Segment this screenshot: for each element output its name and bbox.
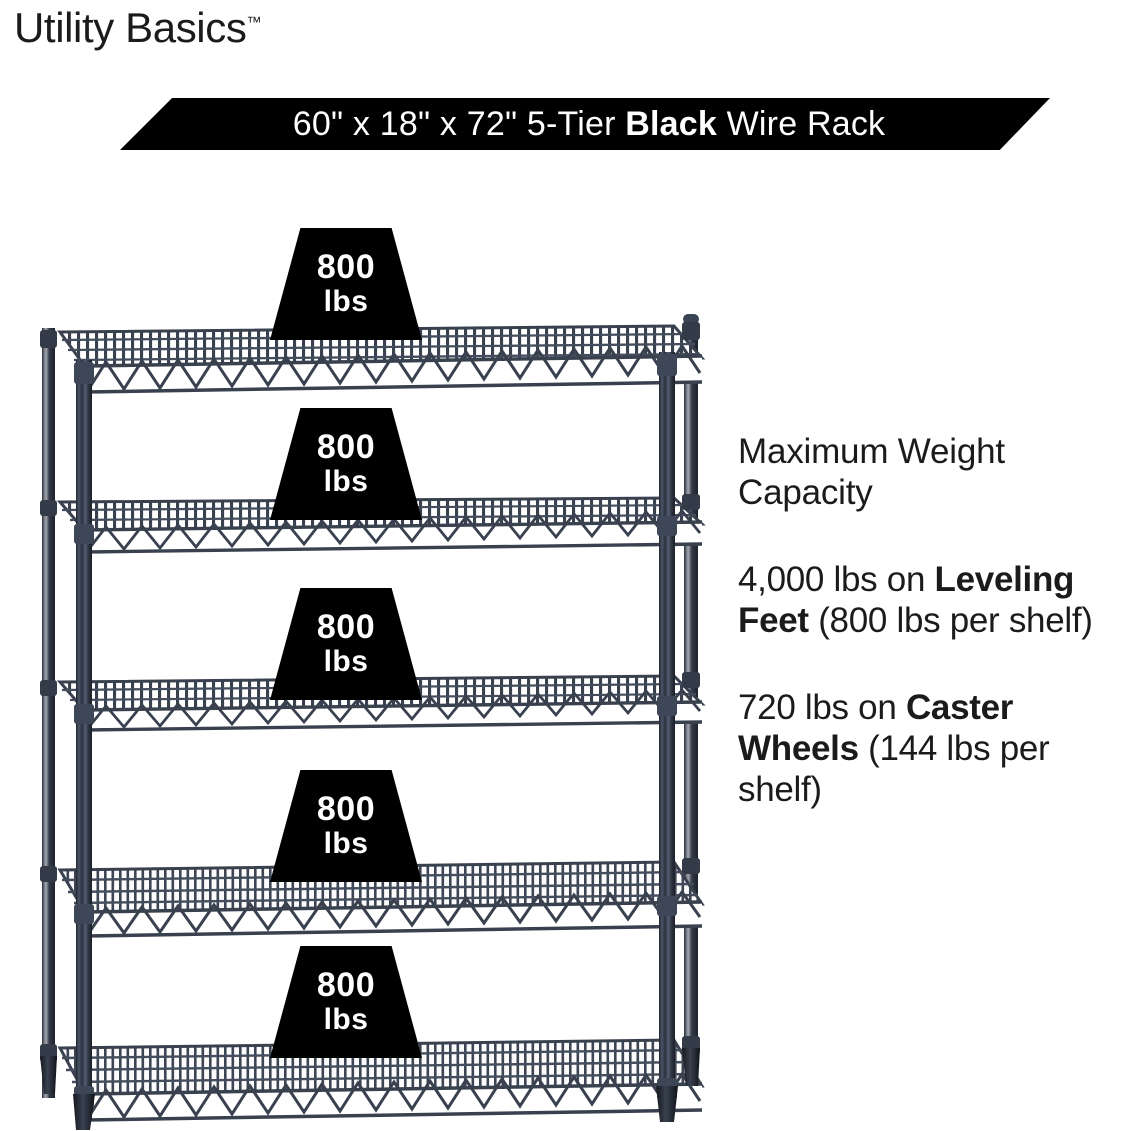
weight-badge-shelf-3: 800 lbs: [270, 588, 422, 700]
spec-leveling-feet: 4,000 lbs on Leveling Feet (800 lbs per …: [738, 560, 1130, 642]
spec-lead: 720 lbs on: [738, 687, 906, 727]
badge-unit: lbs: [323, 645, 369, 679]
shelf-1: [57, 324, 706, 394]
spec-tail: (800 lbs per shelf): [808, 600, 1093, 640]
wire-rack-svg: [40, 314, 706, 1130]
badge-unit: lbs: [323, 285, 369, 319]
product-title-text: 60" x 18" x 72" 5-Tier Black Wire Rack: [293, 105, 885, 144]
title-suffix: Wire Rack: [716, 104, 886, 143]
weight-badge-shelf-1: 800 lbs: [270, 228, 422, 340]
badge-unit: lbs: [323, 1003, 369, 1037]
brand-name: Utility Basics: [14, 4, 247, 51]
rear-left-post: [42, 328, 55, 1098]
badge-value: 800: [316, 608, 376, 647]
rack-frame: [40, 314, 706, 1130]
shelf-4: [57, 860, 705, 938]
product-title-banner: 60" x 18" x 72" 5-Tier Black Wire Rack: [120, 98, 1050, 150]
title-prefix: 60" x 18" x 72" 5-Tier: [292, 104, 626, 143]
truss-zigzag: [86, 1071, 702, 1120]
spec-tail: (144 lbs per shelf): [738, 728, 1050, 809]
title-emphasis: Black: [625, 104, 717, 143]
spec-lead: 4,000 lbs on: [738, 559, 935, 599]
front-left-post: [74, 360, 94, 1120]
spec-caster-wheels: 720 lbs on Caster Wheels (144 lbs per sh…: [738, 688, 1130, 811]
badge-value: 800: [316, 428, 376, 467]
badge-value: 800: [316, 248, 376, 287]
capacity-heading: Maximum Weight Capacity: [738, 432, 1005, 512]
capacity-copy-column: Maximum Weight Capacity 4,000 lbs on Lev…: [738, 432, 1130, 811]
brand-wordmark: Utility Basics™: [14, 4, 261, 52]
leveling-feet: [40, 1048, 700, 1130]
leveling-foot-front-left: [73, 1094, 95, 1130]
front-right-post: [657, 352, 677, 1114]
spec-emphasis: Leveling Feet: [738, 559, 1075, 640]
wire-rack-illustration: 800 lbs 800 lbs 800 lbs 800 lbs 800 lbs: [14, 210, 724, 1130]
weight-badge-shelf-4: 800 lbs: [270, 770, 422, 882]
badge-unit: lbs: [323, 827, 369, 861]
weight-badge-shelf-2: 800 lbs: [270, 408, 422, 520]
spec-emphasis: Caster Wheels: [738, 687, 1014, 768]
leveling-foot-rear-right: [682, 1048, 700, 1086]
badge-value: 800: [316, 790, 376, 829]
leveling-foot-rear-left: [40, 1056, 57, 1094]
shelf-2: [56, 496, 706, 554]
trademark-symbol: ™: [246, 14, 262, 31]
weight-badge-shelf-5: 800 lbs: [270, 946, 422, 1058]
badge-value: 800: [316, 966, 376, 1005]
shelf-5: [57, 1038, 705, 1122]
badge-unit: lbs: [323, 465, 369, 499]
leveling-foot-front-right: [656, 1086, 678, 1122]
